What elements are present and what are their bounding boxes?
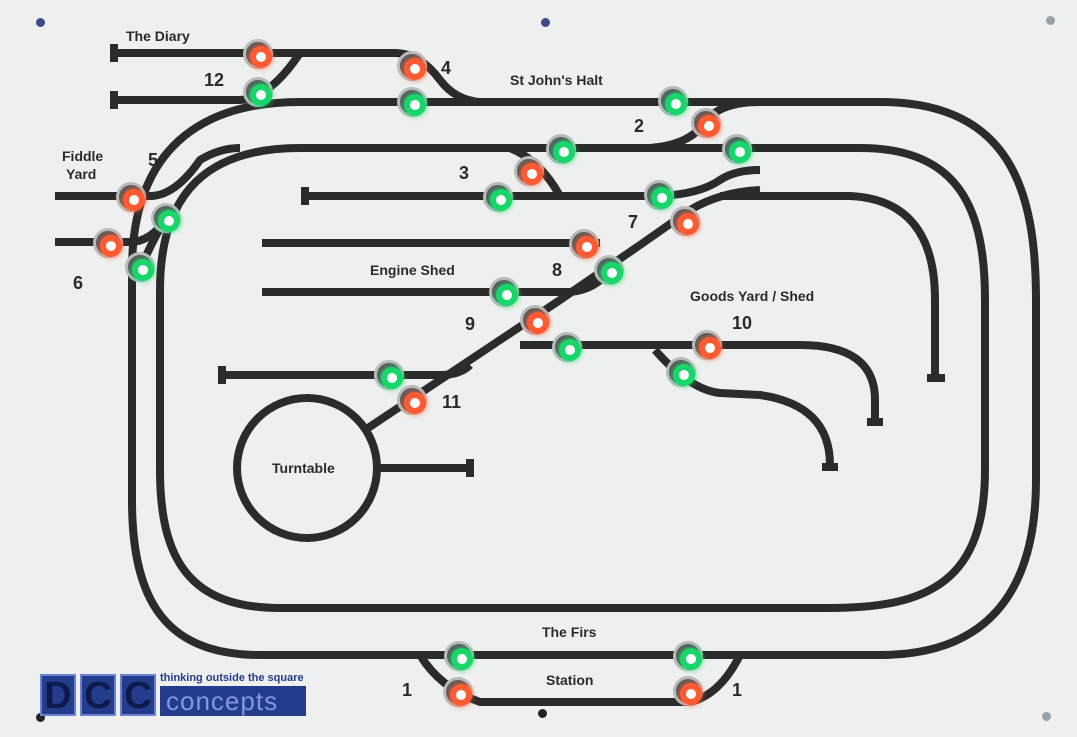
buffer-goods-lower (822, 463, 838, 471)
led-button-point4-upper[interactable] (397, 51, 427, 81)
point-number-10: 10 (732, 313, 753, 333)
led-button-firs-left[interactable] (444, 641, 474, 671)
label-the-firs: The Firs (542, 624, 597, 640)
turntable-pit (233, 394, 381, 542)
logo-letter-c2: C (120, 674, 156, 716)
track-siding-11 (222, 362, 473, 379)
led-button-point11-green[interactable] (374, 360, 404, 390)
label-engine-shed: Engine Shed (370, 262, 455, 278)
led-button-point8-red[interactable] (569, 229, 599, 259)
led-button-point11-red[interactable] (397, 385, 427, 415)
point-number-9: 9 (465, 314, 476, 334)
led-button-station-right[interactable] (673, 676, 703, 706)
point-number-1-left: 1 (402, 680, 413, 700)
track-outer-loop (128, 98, 1040, 659)
screw-top-left (36, 18, 45, 27)
logo-letter-d: D (40, 674, 76, 716)
point-number-11: 11 (442, 392, 462, 412)
buffer-siding-3 (301, 187, 309, 205)
point-number-8: 8 (552, 260, 563, 280)
track-diagonal (362, 186, 761, 434)
screw-bottom-center (538, 709, 547, 718)
led-button-diary-upper[interactable] (243, 39, 273, 69)
led-button-fiddle5[interactable] (116, 182, 146, 212)
label-yard: Yard (66, 166, 97, 182)
led-button-point9[interactable] (520, 305, 550, 335)
label-fiddle: Fiddle (62, 148, 104, 164)
led-button-fiddle-green-lower[interactable] (125, 252, 155, 282)
led-button-fiddle-green-upper[interactable] (151, 203, 181, 233)
led-button-station-left[interactable] (443, 677, 473, 707)
led-button-point2-red[interactable] (691, 108, 721, 138)
led-button-point7-green[interactable] (644, 180, 674, 210)
screw-top-right (1046, 16, 1055, 25)
track-goods-main (520, 341, 879, 420)
led-button-point4-lower[interactable] (397, 87, 427, 117)
buffer-diary-upper (110, 44, 118, 62)
led-button-firs-right[interactable] (673, 641, 703, 671)
led-button-point7-red[interactable] (670, 206, 700, 236)
led-button-point8-green[interactable] (594, 255, 624, 285)
led-button-point3-upper[interactable] (546, 134, 576, 164)
point-number-6: 6 (73, 273, 84, 293)
led-button-point10[interactable] (692, 330, 722, 360)
label-st-johns-halt: St John's Halt (510, 72, 603, 88)
logo-wordmark: concepts (160, 686, 306, 716)
point-number-2: 2 (634, 116, 645, 136)
led-button-goods-main[interactable] (552, 332, 582, 362)
led-button-point3-red[interactable] (514, 156, 544, 186)
led-button-fiddle6[interactable] (93, 228, 123, 258)
led-button-engine-shed[interactable] (489, 277, 519, 307)
screw-bottom-left (36, 713, 45, 722)
label-station: Station (546, 672, 594, 688)
point-number-3: 3 (459, 163, 470, 183)
track-station-loop (416, 652, 744, 706)
track-right-siding (720, 192, 939, 378)
label-the-diary: The Diary (126, 28, 190, 44)
logo-tagline: thinking outside the square (160, 672, 304, 684)
led-button-point3-lower[interactable] (483, 182, 513, 212)
led-button-diary-lower[interactable] (243, 77, 273, 107)
dcc-concepts-logo: D C C thinking outside the square concep… (40, 672, 306, 720)
led-button-halt-main[interactable] (658, 86, 688, 116)
buffer-diary-lower (110, 91, 118, 109)
point-number-7: 7 (628, 212, 639, 232)
point-number-12: 12 (204, 70, 225, 90)
led-button-point2-green[interactable] (722, 134, 752, 164)
buffer-turntable-exit (466, 459, 474, 477)
point-number-1-right: 1 (732, 680, 743, 700)
point-number-4: 4 (441, 58, 452, 78)
logo-letter-c1: C (80, 674, 116, 716)
label-turntable: Turntable (272, 460, 335, 476)
screw-bottom-right (1042, 712, 1051, 721)
track-fiddle-upper (55, 144, 241, 200)
buffer-goods-main (867, 418, 883, 426)
buffer-right-siding (927, 374, 945, 382)
buffer-siding-11 (218, 366, 226, 384)
point-number-5: 5 (148, 150, 159, 170)
screw-top-center (541, 18, 550, 27)
label-goods-yard: Goods Yard / Shed (690, 288, 815, 304)
led-button-goods-lower[interactable] (666, 357, 696, 387)
